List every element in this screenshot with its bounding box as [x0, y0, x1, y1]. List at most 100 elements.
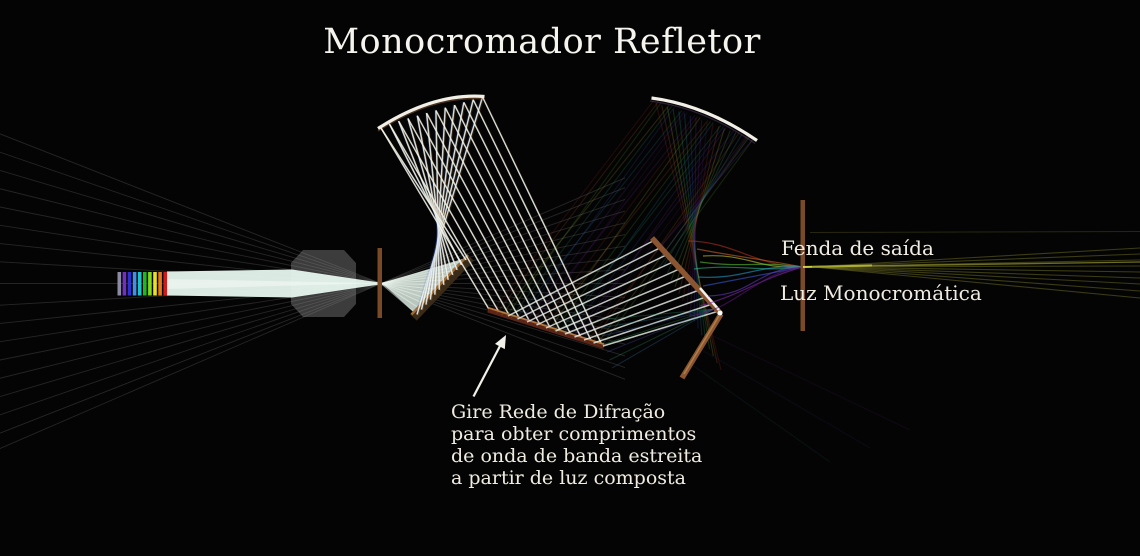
ray-line — [510, 106, 672, 319]
ray-line — [678, 111, 707, 343]
spectrum-stripe — [132, 272, 137, 296]
ray-line — [599, 308, 715, 329]
spectrum-stripe — [153, 272, 157, 296]
source-ray — [0, 133, 626, 380]
ray-line — [601, 308, 715, 337]
ray-line — [427, 114, 446, 286]
ray-line — [678, 126, 720, 294]
ray-line — [689, 115, 699, 329]
ray-line — [380, 259, 467, 285]
annotation-arrow-shaft — [472, 344, 502, 398]
ray-line — [706, 332, 911, 431]
spectrum-stripe — [158, 272, 162, 296]
ray-line — [380, 282, 444, 286]
output-ray-fan — [802, 231, 1140, 299]
spectrum-stripe — [127, 272, 132, 296]
spectrum-stripe — [137, 272, 142, 296]
color-ray — [697, 266, 803, 278]
ray-line — [539, 116, 698, 327]
ray-line — [491, 99, 655, 313]
ray-line — [596, 308, 715, 321]
ray-line — [424, 101, 464, 304]
annotation-line-3: de onda de banda estreita — [451, 445, 703, 467]
ray-line — [496, 101, 659, 314]
ray-line — [582, 131, 738, 340]
output-ray — [811, 261, 1140, 268]
ray-line — [655, 102, 722, 371]
source-ray — [0, 234, 626, 361]
ray-line — [416, 96, 484, 315]
source-ray — [0, 177, 626, 449]
output-ray — [811, 253, 1140, 268]
ray-line — [455, 105, 574, 337]
collimating-mirror-surface — [377, 94, 485, 130]
ray-line — [507, 240, 654, 317]
ray-line — [435, 110, 441, 290]
ray-line — [674, 128, 725, 287]
focusing-mirror-back — [649, 100, 756, 144]
ray-line — [406, 117, 452, 275]
ray-line — [544, 120, 709, 329]
ray-line — [398, 120, 511, 318]
ray-line — [501, 105, 670, 316]
fold-mirror-2-glint — [699, 287, 720, 311]
ray-line — [602, 310, 720, 347]
ray-line — [558, 125, 722, 333]
exit-slit — [800, 200, 805, 331]
ray-line — [390, 124, 503, 316]
spectrum-stripe — [117, 272, 122, 296]
annotation-line-2: para obter comprimentos — [451, 423, 697, 445]
ray-line — [424, 112, 444, 284]
focusing-mirror-surface — [651, 96, 758, 142]
ray-line — [380, 274, 453, 285]
ray-line — [380, 283, 422, 311]
ray-line — [380, 269, 458, 285]
ray-line — [672, 109, 711, 350]
ray-line — [682, 124, 714, 301]
ray-line — [687, 361, 831, 463]
ray-line — [463, 102, 583, 340]
ray-line — [435, 110, 552, 330]
ray-line — [380, 279, 449, 285]
source-ray — [0, 210, 626, 398]
ray-line — [415, 95, 482, 314]
zero-order-beam — [507, 240, 720, 347]
output-ray — [811, 247, 1140, 268]
annotation-line-4: a partir de luz composta — [451, 467, 686, 489]
fold-mirror-2-lower-edge — [683, 315, 720, 375]
ray-line — [388, 123, 463, 266]
beam-converging — [167, 269, 381, 298]
ray-line — [591, 132, 740, 343]
ray-line — [436, 111, 441, 291]
ray-line — [483, 97, 604, 347]
ray-line — [416, 115, 532, 324]
spectrum-stripe — [122, 272, 127, 296]
ray-line — [407, 118, 454, 276]
fold-mirror-2-upper — [649, 236, 724, 316]
ray-line — [526, 254, 667, 323]
ray-line — [666, 132, 737, 274]
ray-line — [420, 99, 474, 310]
ray-line — [659, 136, 748, 260]
annotation-arrow — [472, 335, 506, 398]
ray-line — [388, 123, 501, 315]
grating-surface — [488, 306, 605, 346]
color-ray — [696, 248, 803, 268]
entrance-slit-bar — [377, 248, 382, 318]
color-ray — [699, 261, 803, 268]
ray-line — [517, 247, 660, 320]
ray-line — [520, 107, 675, 321]
ray-line — [670, 130, 731, 280]
ray-line — [380, 283, 418, 315]
ray-line — [593, 303, 713, 344]
source-ray — [0, 169, 626, 357]
page-title: Monocromador Refletor — [323, 22, 761, 62]
output-ray — [811, 266, 1140, 299]
fold-mirror-2-tip — [717, 310, 723, 316]
source-ray — [0, 198, 626, 416]
output-ray — [811, 266, 1140, 273]
fold-mirror-2 — [649, 236, 724, 380]
ray-line — [425, 113, 445, 285]
transmitted-strays — [687, 332, 911, 463]
